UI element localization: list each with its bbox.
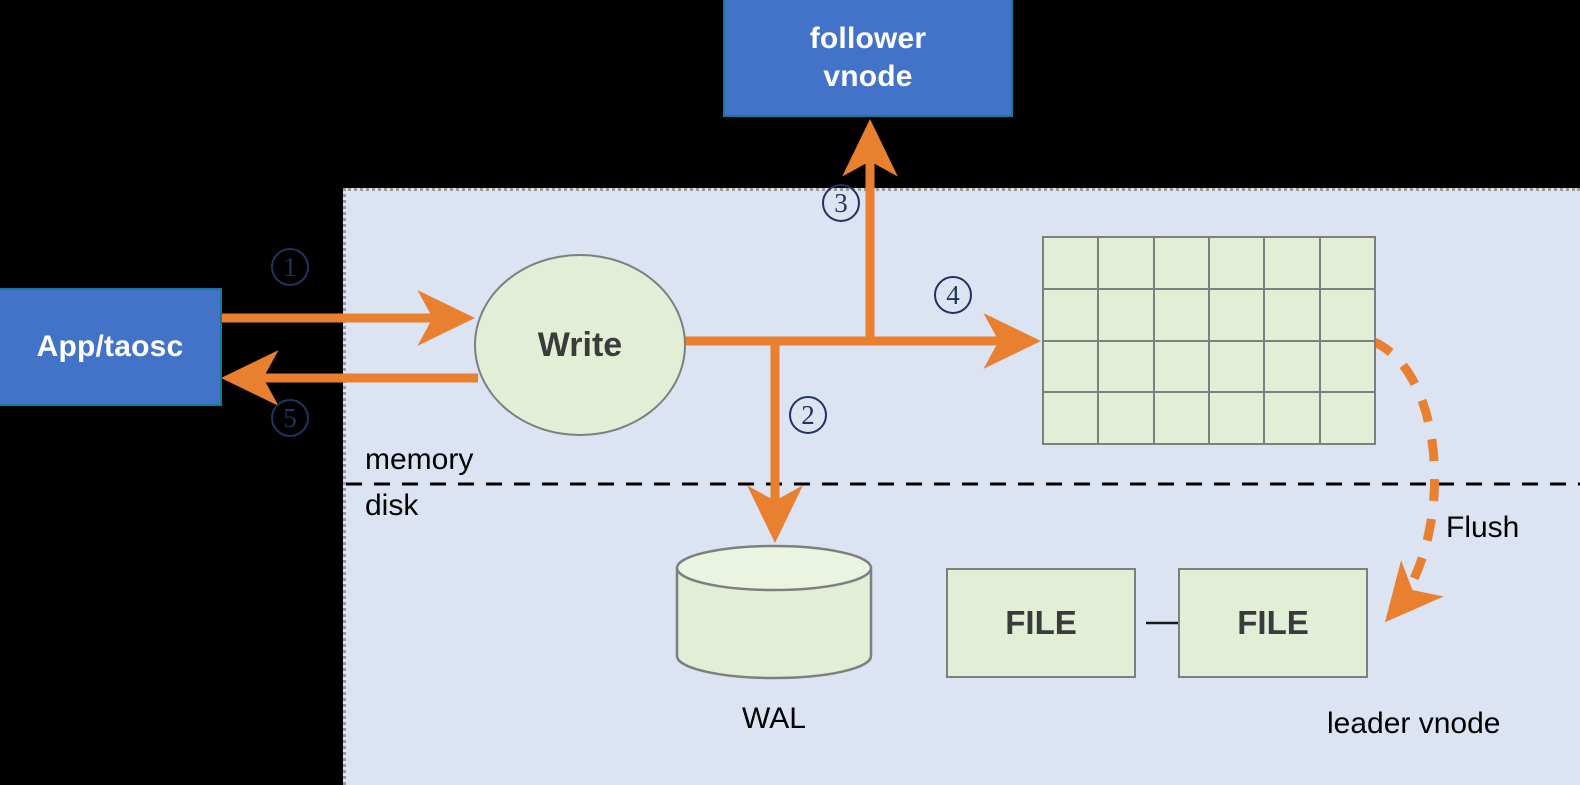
memtable-grid — [1042, 236, 1376, 445]
step-marker-4: 4 — [934, 276, 972, 314]
memtable-cell — [1099, 341, 1153, 392]
step-marker-1-label: 1 — [283, 251, 297, 282]
wal-cylinder[interactable] — [675, 544, 873, 680]
memtable-cell — [1044, 289, 1098, 340]
follower-vnode-label-line2: vnode — [823, 59, 913, 93]
edge-flush-memtable-to-file — [1370, 336, 1444, 623]
memtable-cell — [1320, 289, 1374, 340]
write-node[interactable]: Write — [474, 254, 686, 436]
file-node-2-label: FILE — [1237, 604, 1309, 641]
step-marker-5: 5 — [271, 399, 309, 437]
step-marker-3-label: 3 — [834, 187, 848, 218]
disk-label: disk — [365, 489, 419, 522]
memtable-cell — [1209, 341, 1264, 392]
memtable-cell — [1044, 393, 1098, 443]
memtable-cell — [1265, 341, 1319, 392]
memtable-cell — [1099, 393, 1153, 443]
file-node-2[interactable]: FILE — [1178, 568, 1368, 678]
memtable-cell — [1209, 289, 1264, 340]
memtable-cell — [1209, 238, 1264, 288]
file-node-1-label: FILE — [1005, 604, 1077, 641]
follower-vnode-label-line1: follower — [809, 22, 927, 55]
wal-cylinder-shape — [675, 544, 873, 680]
memtable-cell — [1265, 238, 1319, 288]
flush-label: Flush — [1446, 511, 1520, 544]
memtable-cell — [1154, 289, 1208, 340]
leader-vnode-label: leader vnode — [1327, 707, 1501, 740]
memtable-cell — [1154, 393, 1208, 443]
app-taosc-label: App/taosc — [36, 330, 184, 363]
memtable-cell — [1099, 238, 1153, 288]
wal-label: WAL — [742, 702, 806, 735]
memtable-cell — [1265, 393, 1319, 443]
file-node-1[interactable]: FILE — [946, 568, 1136, 678]
app-taosc-node[interactable]: App/taosc — [0, 288, 222, 406]
memtable-cell — [1209, 393, 1264, 443]
step-marker-1: 1 — [271, 248, 309, 286]
memtable-cell — [1044, 341, 1098, 392]
write-node-label: Write — [537, 325, 623, 364]
memtable-cell — [1320, 341, 1374, 392]
memtable-cell — [1265, 289, 1319, 340]
memtable-cell — [1320, 238, 1374, 288]
memtable-cell — [1320, 393, 1374, 443]
step-marker-2: 2 — [789, 396, 827, 434]
memtable-cell — [1099, 289, 1153, 340]
memtable-cell — [1154, 238, 1208, 288]
step-marker-4-label: 4 — [946, 279, 960, 310]
step-marker-5-label: 5 — [283, 402, 297, 433]
memtable-cell — [1154, 341, 1208, 392]
memtable-cell — [1044, 238, 1098, 288]
memory-label: memory — [365, 443, 474, 476]
follower-vnode-node[interactable]: follower vnode — [723, 0, 1013, 117]
step-marker-2-label: 2 — [801, 399, 815, 430]
step-marker-3: 3 — [822, 184, 860, 222]
